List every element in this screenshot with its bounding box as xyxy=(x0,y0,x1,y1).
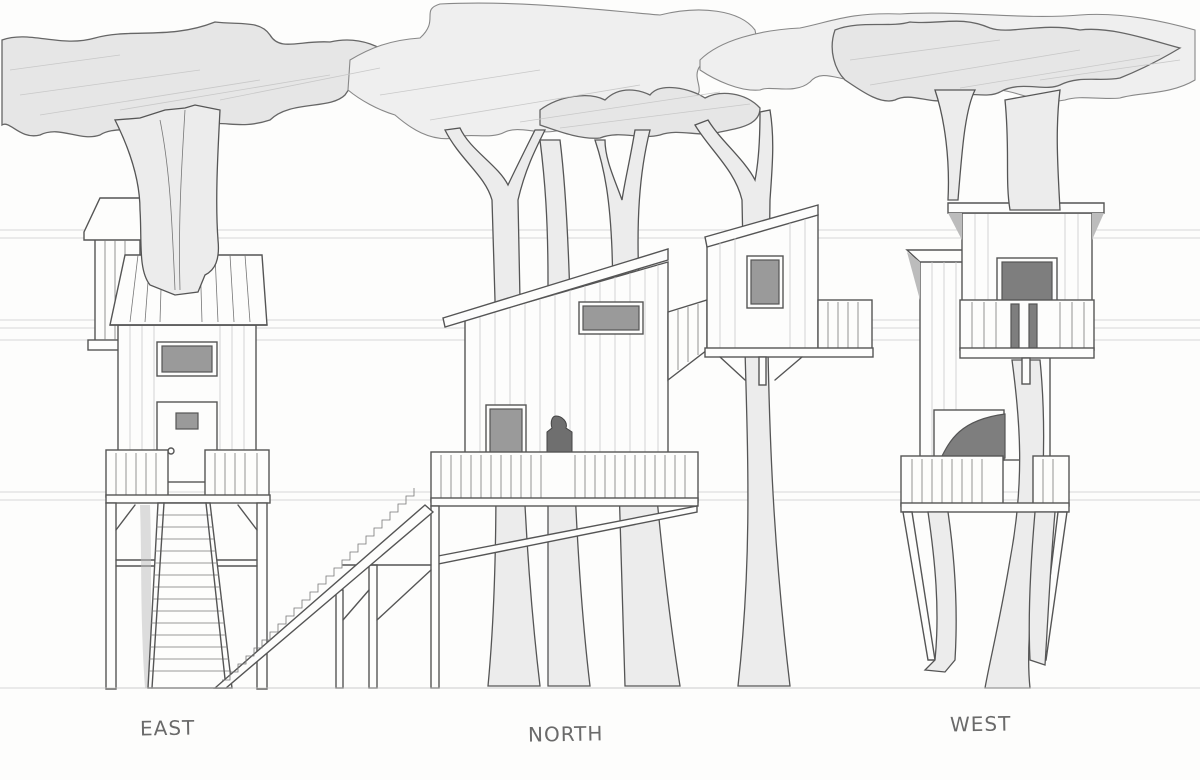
elevation-label-north: NORTH xyxy=(527,721,604,747)
north-treehouse xyxy=(213,204,874,689)
west-treehouse xyxy=(900,89,1105,689)
east-treehouse xyxy=(83,104,271,690)
elevation-label-west: WEST xyxy=(949,711,1012,737)
elevation-label-east: EAST xyxy=(139,715,196,741)
tree-canopy xyxy=(1,2,1196,140)
